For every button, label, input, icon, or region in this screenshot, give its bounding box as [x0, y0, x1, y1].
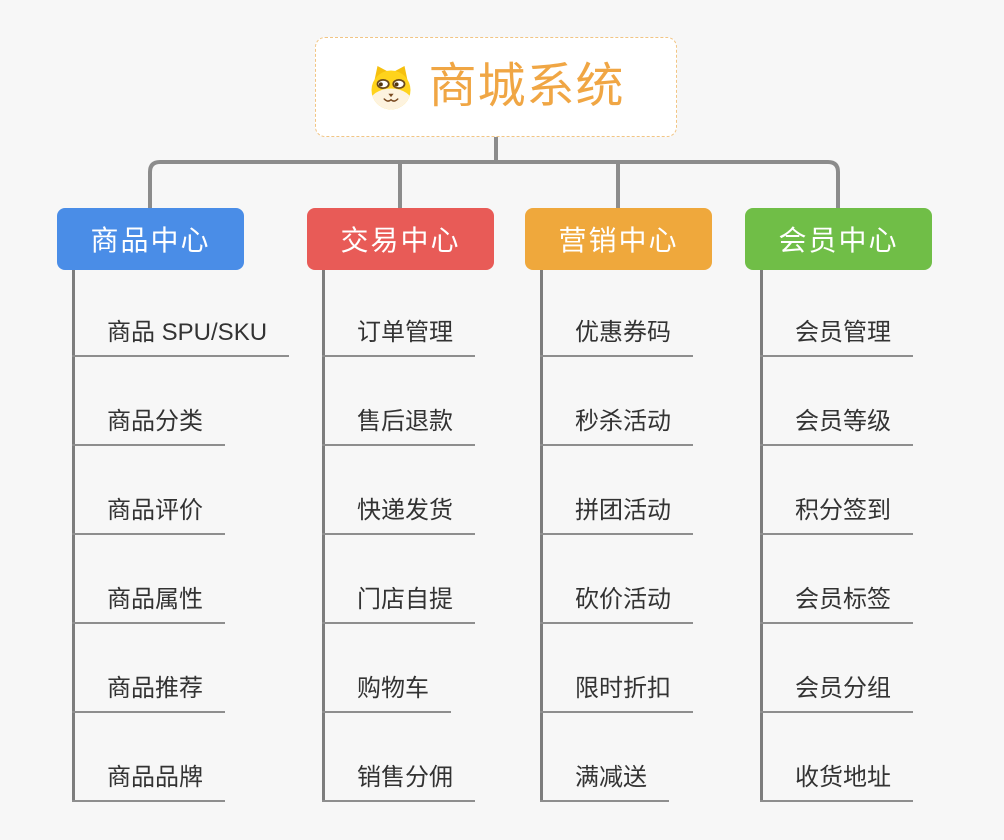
branch-column-member-center: 会员中心 会员管理 会员等级 积分签到 会员标签 会员分组 收货地址 — [745, 208, 985, 808]
branch-node-trade-center[interactable]: 交易中心 — [307, 208, 494, 270]
branch-rail-line — [148, 160, 840, 212]
leaf-node[interactable]: 商品推荐 — [72, 673, 225, 713]
leaf-node[interactable]: 快递发货 — [322, 495, 475, 535]
leaf-node[interactable]: 秒杀活动 — [540, 406, 693, 446]
branch-trunk-line — [322, 270, 325, 802]
branch-trunk-line — [540, 270, 543, 802]
branch-trunk-line — [72, 270, 75, 802]
leaf-node[interactable]: 会员分组 — [760, 673, 913, 713]
branch-column-trade-center: 交易中心 订单管理 售后退款 快递发货 门店自提 购物车 销售分佣 — [307, 208, 547, 808]
branch-column-marketing-center: 营销中心 优惠券码 秒杀活动 拼团活动 砍价活动 限时折扣 满减送 — [525, 208, 765, 808]
leaf-node[interactable]: 砍价活动 — [540, 584, 693, 624]
leaf-node[interactable]: 商品 SPU/SKU — [72, 317, 290, 357]
branch-column-product-center: 商品中心 商品 SPU/SKU 商品分类 商品评价 商品属性 商品推荐 商品品牌 — [57, 208, 297, 808]
branch-node-marketing-center[interactable]: 营销中心 — [525, 208, 712, 270]
leaf-node[interactable]: 商品品牌 — [72, 762, 225, 802]
leaf-node[interactable]: 积分签到 — [760, 495, 913, 535]
leaf-node[interactable]: 门店自提 — [322, 584, 475, 624]
leaf-node[interactable]: 商品属性 — [72, 584, 225, 624]
leaf-node[interactable]: 会员管理 — [760, 317, 913, 357]
branch-trunk-line — [760, 270, 763, 802]
leaf-node[interactable]: 满减送 — [540, 762, 669, 802]
leaf-node[interactable]: 拼团活动 — [540, 495, 693, 535]
leaf-node[interactable]: 购物车 — [322, 673, 451, 713]
root-node[interactable]: 商城系统 — [315, 37, 677, 137]
leaf-node[interactable]: 销售分佣 — [322, 762, 475, 802]
leaf-node[interactable]: 收货地址 — [760, 762, 913, 802]
shiba-dog-icon — [367, 63, 415, 111]
branch-node-member-center[interactable]: 会员中心 — [745, 208, 932, 270]
leaf-node[interactable]: 商品评价 — [72, 495, 225, 535]
leaf-node[interactable]: 售后退款 — [322, 406, 475, 446]
root-title: 商城系统 — [428, 60, 625, 113]
leaf-node[interactable]: 会员等级 — [760, 406, 913, 446]
leaf-node[interactable]: 商品分类 — [72, 406, 225, 446]
branch-node-product-center[interactable]: 商品中心 — [57, 208, 244, 270]
leaf-node[interactable]: 会员标签 — [760, 584, 913, 624]
leaf-node[interactable]: 限时折扣 — [540, 673, 693, 713]
leaf-node[interactable]: 订单管理 — [322, 317, 475, 357]
leaf-node[interactable]: 优惠券码 — [540, 317, 693, 357]
